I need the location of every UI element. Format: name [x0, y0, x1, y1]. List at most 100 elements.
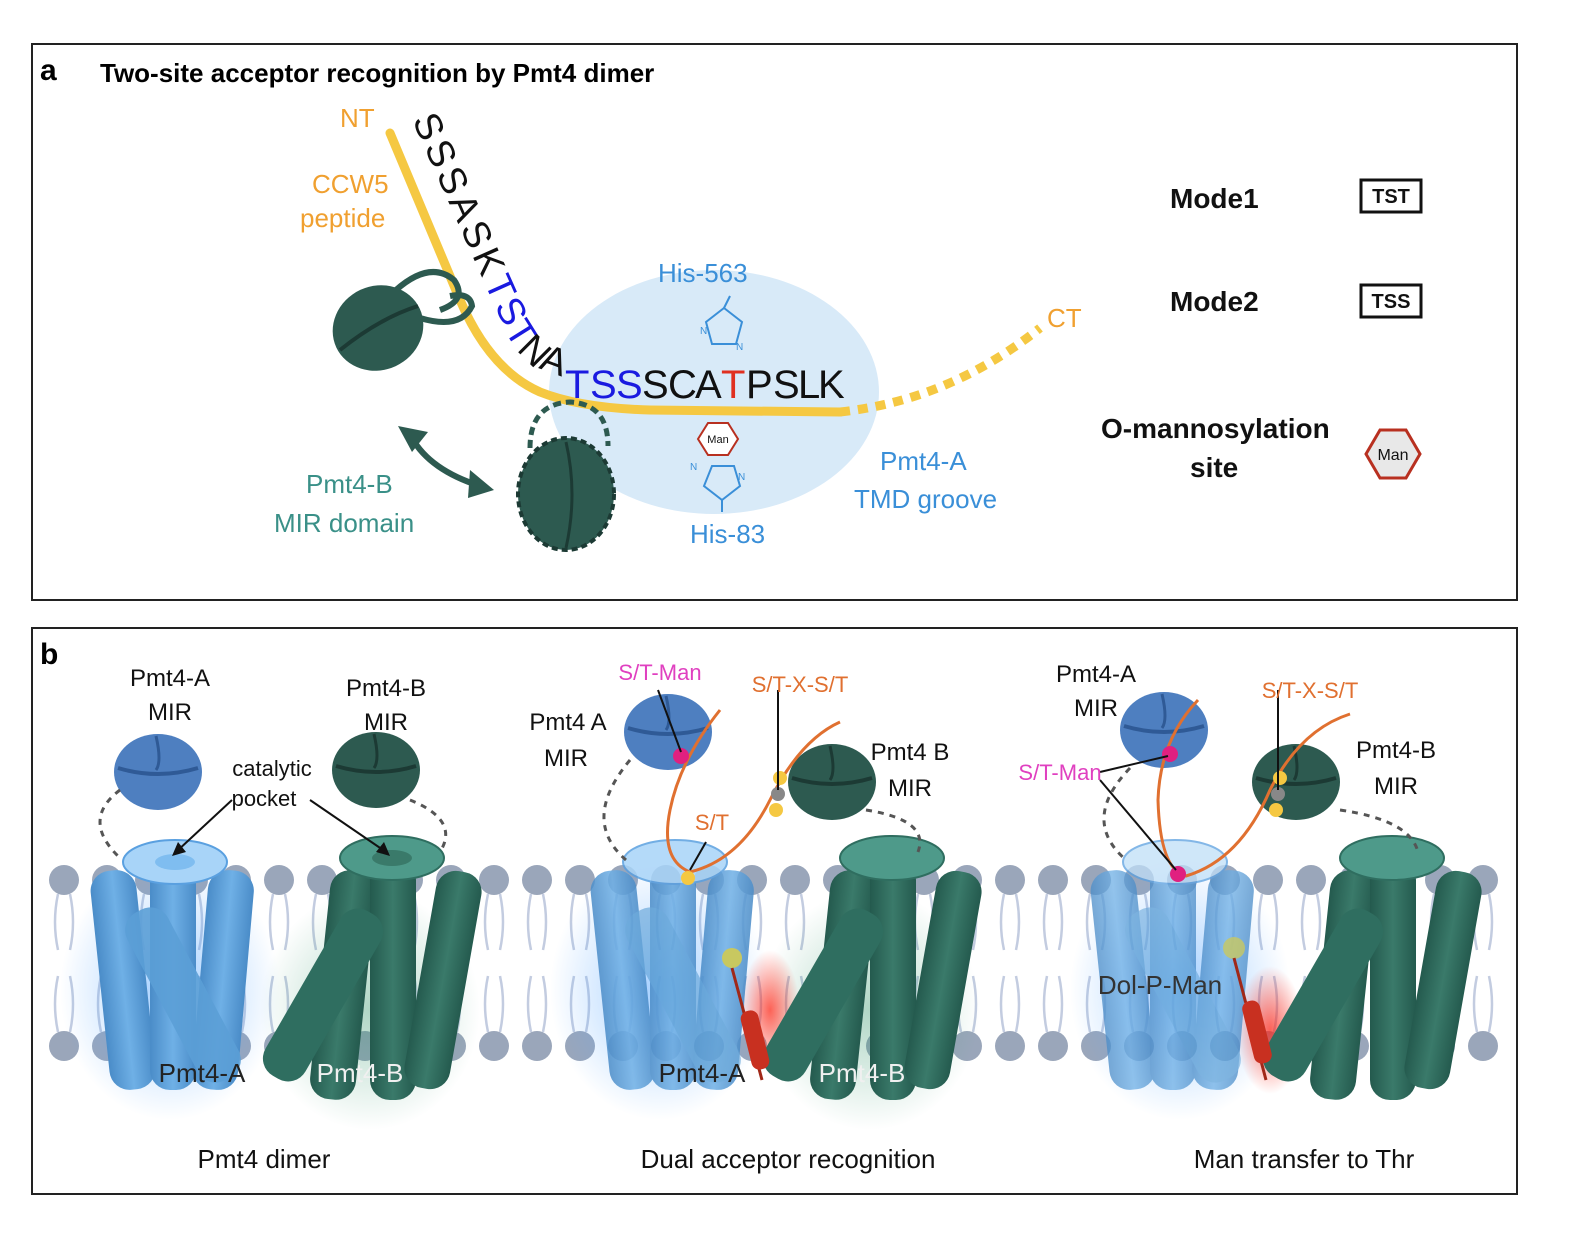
- panel-b-letter: b: [40, 638, 58, 671]
- s3-pmt4b-tm-bundle: [1262, 835, 1482, 1100]
- seq-h-7: P: [746, 363, 773, 407]
- his83-label: His-83: [690, 519, 765, 549]
- mir-domain-dashed: [516, 399, 616, 552]
- lipid-head: [1038, 865, 1068, 895]
- s2-caption: Dual acceptor recognition: [641, 1144, 936, 1174]
- s2-tm-b: Pmt4-B: [819, 1058, 906, 1088]
- lipid-tail: [526, 893, 533, 951]
- seq-h-10: K: [818, 363, 845, 407]
- lipid-tail: [1057, 975, 1064, 1033]
- s3-stxst: S/T-X-S/T: [1262, 678, 1359, 703]
- lipid-head: [1296, 865, 1326, 895]
- lipid-tail: [483, 975, 490, 1033]
- lipid-head: [1468, 1031, 1498, 1061]
- s2-pmt4a-mir-blob: [622, 692, 714, 772]
- s1-a-mir-line1: Pmt4-A: [130, 665, 210, 692]
- s3-a-mir-line1: Pmt4-A: [1056, 661, 1136, 688]
- scene-1: Pmt4-A MIR Pmt4-B MIR catalytic pocket P…: [60, 665, 482, 1174]
- svg-text:N: N: [690, 462, 697, 473]
- legend-mode1: Mode1: [1170, 183, 1259, 214]
- imidazole-icon-bottom: [702, 465, 742, 512]
- linker-a-dashed: [98, 788, 122, 860]
- svg-text:N: N: [736, 342, 743, 353]
- lipid-tail: [541, 975, 548, 1033]
- seq-h-6: T: [721, 363, 745, 407]
- pocket-arrow-a: [175, 799, 233, 853]
- legend-mode2: Mode2: [1170, 286, 1259, 317]
- legend-mode1-box-text: TST: [1372, 186, 1410, 208]
- legend-omann-line2: site: [1190, 452, 1238, 483]
- man-hexagon-icon: Man: [696, 422, 740, 456]
- s3-a-mir-line2: MIR: [1074, 695, 1118, 722]
- legend-mode1-box: [1359, 178, 1423, 214]
- lipid-head: [565, 865, 595, 895]
- s2-a-mir-line2: MIR: [544, 745, 588, 772]
- pmt4a-mir-blob: [112, 732, 204, 812]
- lipid-tail: [1057, 893, 1064, 951]
- lipid-tail: [1315, 893, 1322, 951]
- his563-label: His-563: [658, 258, 748, 288]
- double-arrow: [398, 426, 494, 498]
- legend-man-hexagon-icon: Man: [1364, 428, 1422, 480]
- peptide-backbone: [385, 128, 845, 417]
- peptide-label-line1: CCW5: [312, 169, 389, 199]
- seq-h-9: L: [798, 363, 820, 407]
- lipid-tail: [1472, 975, 1479, 1033]
- lipid-tail: [526, 975, 533, 1033]
- s2-st-man: S/T-Man: [618, 660, 701, 685]
- scene-2: S/T-Man S/T-X-S/T Pmt4 A MIR Pmt4 B MIR …: [529, 660, 982, 1174]
- lipid-head: [49, 865, 79, 895]
- lipid-tail: [1487, 893, 1494, 951]
- lipid-tail: [498, 893, 505, 951]
- s2-man-site-dot: [673, 748, 689, 764]
- s3-b-mir-line2: MIR: [1374, 773, 1418, 800]
- s1-pocket-line2: pocket: [232, 786, 297, 811]
- pmt4a-groove-line1: Pmt4-A: [880, 446, 967, 476]
- lipid-head: [479, 1031, 509, 1061]
- lipid-head: [479, 865, 509, 895]
- tmd-groove: [549, 270, 879, 514]
- pmt4b-mir-blob: [330, 730, 422, 810]
- s1-b-mir-line1: Pmt4-B: [346, 675, 426, 702]
- s2-a-mir-line1: Pmt4 A: [529, 709, 606, 736]
- s2-b-mir-line1: Pmt4 B: [871, 739, 950, 766]
- linker-b-dashed: [409, 798, 448, 853]
- s3-pmt4a-tm-bundle: [1090, 839, 1254, 1090]
- lipid-head: [522, 1031, 552, 1061]
- s3-b-mir-line1: Pmt4-B: [1356, 737, 1436, 764]
- s2-pmt4b-mir-blob: [786, 742, 878, 822]
- s2-st: S/T: [695, 810, 729, 835]
- s1-tm-b: Pmt4-B: [317, 1058, 404, 1088]
- panel-a-title: Two-site acceptor recognition by Pmt4 di…: [100, 58, 654, 88]
- s2-dolpman-lipid: [722, 948, 770, 1081]
- lipid-tail: [999, 893, 1006, 951]
- s2-pmt4a-tm-bundle: [590, 839, 754, 1090]
- scene-3: Pmt4-A MIR S/T-X-S/T S/T-Man Pmt4-B MIR …: [1018, 661, 1482, 1174]
- svg-text:N: N: [700, 326, 707, 337]
- peptide-label-line2: peptide: [300, 203, 385, 233]
- peptide-ct-dashed: [839, 324, 1043, 417]
- pmt4a-tm-bundle: [90, 839, 254, 1090]
- lipid-head: [1038, 1031, 1068, 1061]
- seq-h-2: S: [616, 363, 643, 407]
- lipid-tail: [53, 975, 60, 1033]
- seq-h-1: S: [590, 363, 617, 407]
- s3-caption: Man transfer to Thr: [1194, 1144, 1415, 1174]
- pmt4a-groove-line2: TMD groove: [854, 484, 997, 514]
- panel-a-letter: a: [40, 54, 57, 87]
- sequence-vertical: S S S A S K T S T N A: [404, 107, 574, 386]
- seq-h-5: A: [695, 363, 722, 407]
- s1-b-mir-line2: MIR: [364, 709, 408, 736]
- pmt4b-mir-line1: Pmt4-B: [306, 469, 393, 499]
- lipid-tail: [1042, 975, 1049, 1033]
- s1-pocket-line1: catalytic: [232, 756, 311, 781]
- legend: Mode1 TST Mode2 TSS O-mannosylation site…: [1101, 178, 1423, 483]
- s3-dolpman: Dol-P-Man: [1098, 970, 1222, 1000]
- seq-h-4: C: [668, 363, 697, 407]
- lipid-tail: [483, 893, 490, 951]
- lipid-tail: [1300, 893, 1307, 951]
- sequence-horizontal: T S S S C A T P S L K: [565, 363, 845, 407]
- legend-omann-line1: O-mannosylation: [1101, 413, 1330, 444]
- lipid-tail: [53, 893, 60, 951]
- seq-h-8: S: [773, 363, 800, 407]
